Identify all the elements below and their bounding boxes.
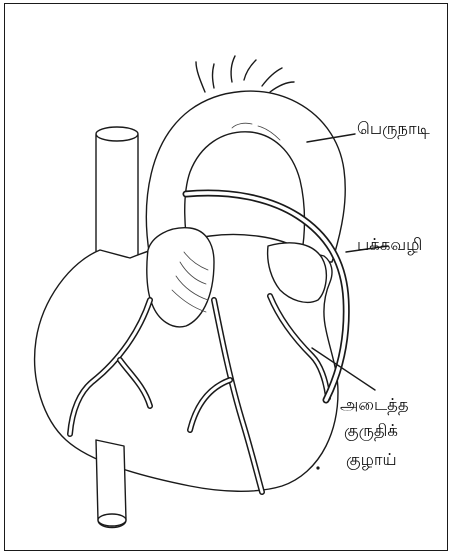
label-blocked-artery-line3: குழாய் <box>346 452 397 469</box>
marker-dot <box>316 466 319 469</box>
label-aorta: பெருநாடி <box>357 121 430 138</box>
label-blocked-artery-line2: குருதிக் <box>344 423 398 440</box>
aortic-branches <box>196 56 294 92</box>
label-blocked-artery-line1: அடைத்த <box>340 397 409 414</box>
label-bypass: பக்கவழி <box>357 237 422 254</box>
